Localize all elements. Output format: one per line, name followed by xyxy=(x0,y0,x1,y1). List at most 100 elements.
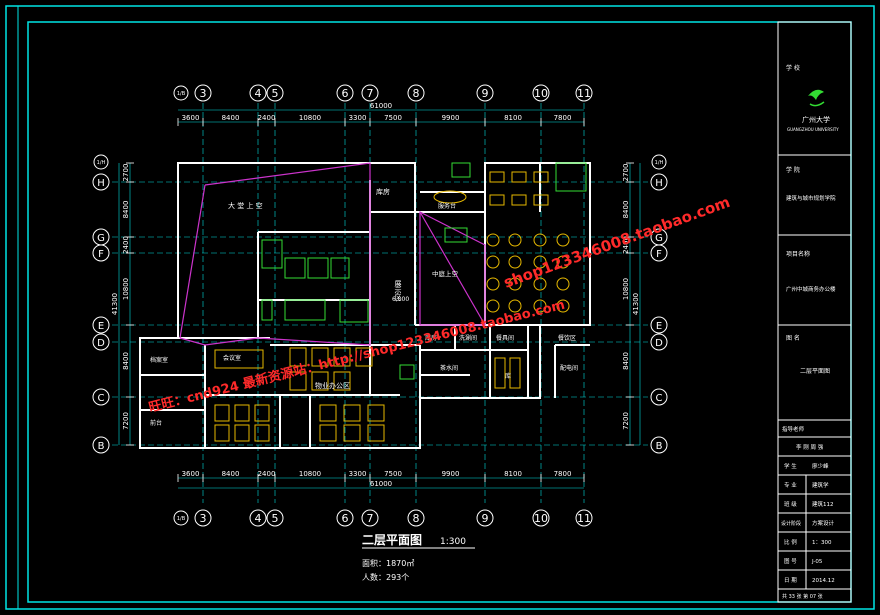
dim-total-height: 41300 xyxy=(111,293,119,315)
axis-label-top: 3 xyxy=(200,87,207,100)
axis-label-left: F xyxy=(98,249,104,260)
axis-bubble xyxy=(532,509,550,527)
axis-bubble-extra xyxy=(173,85,189,101)
dim-value: 2400 xyxy=(122,236,130,254)
dining-table-square xyxy=(511,171,527,183)
axis-bubble xyxy=(407,84,425,102)
building-outline xyxy=(139,162,591,449)
dim-value: 10800 xyxy=(122,278,130,300)
office-desk xyxy=(367,424,385,442)
axis-bubble xyxy=(92,436,110,454)
student-value: 廖少峰 xyxy=(812,462,829,470)
dim-total-height: 41300 xyxy=(632,293,640,315)
core-elevators xyxy=(261,162,587,380)
dining-table xyxy=(508,299,522,313)
axis-tag-extra: 1/H xyxy=(97,160,106,166)
advisor-label: 指导老师 xyxy=(782,425,805,433)
axis-label-bottom: 7 xyxy=(367,512,374,525)
logo-text: 广州大学 xyxy=(802,115,830,124)
dining-table xyxy=(533,255,547,269)
label-storage2: 库房 xyxy=(425,334,437,342)
office-desk xyxy=(289,347,307,367)
date-label: 日 期 xyxy=(784,577,797,584)
axis-label-right: E xyxy=(656,321,662,332)
dim-value: 8400 xyxy=(122,352,130,370)
dim-value: 2700 xyxy=(622,164,630,182)
dim-value: 7500 xyxy=(384,470,402,478)
title-block: 学 校 广州大学 GUANGZHOU UNIVERSITY 学 院 建筑与城市规… xyxy=(777,21,852,603)
dining-table xyxy=(556,299,570,313)
dining-table-square xyxy=(533,194,549,206)
dining-table xyxy=(486,277,500,291)
plan-title: 二层平面图 xyxy=(362,533,422,547)
axis-label-left: D xyxy=(97,338,105,349)
number-label: 图 号 xyxy=(784,557,797,565)
service-desk xyxy=(433,190,467,204)
axis-bubble xyxy=(650,388,668,406)
office-desk xyxy=(254,424,270,442)
counter xyxy=(494,357,506,389)
office-desk xyxy=(311,371,329,391)
dim-value: 7800 xyxy=(554,114,572,122)
axis-tag-extra: 1/B xyxy=(177,516,186,522)
label-office-area: 物业办公区 xyxy=(315,381,350,390)
project-label: 项目名称 xyxy=(786,250,810,258)
dining-table xyxy=(486,233,500,247)
dim-value: 9900 xyxy=(442,114,460,122)
label-dim-6000: 6,000 xyxy=(392,296,409,303)
office-desk xyxy=(319,424,337,442)
axis-bubble xyxy=(650,244,668,262)
axis-bubble xyxy=(194,509,212,527)
axis-bubble xyxy=(575,84,593,102)
label-dining: 餐饮区 xyxy=(558,334,576,342)
axis-bubble xyxy=(407,509,425,527)
dining-table xyxy=(556,233,570,247)
axis-bubble xyxy=(650,173,668,191)
major-value: 建筑学 xyxy=(812,481,829,489)
axis-label-top: 6 xyxy=(342,87,349,100)
dim-value: 8400 xyxy=(122,201,130,219)
dim-value: 10800 xyxy=(299,470,321,478)
axis-label-left: G xyxy=(97,233,105,244)
university-logo-icon xyxy=(808,89,825,107)
dim-value: 3300 xyxy=(349,114,367,122)
office-desk xyxy=(333,347,351,367)
plan-area: 面积：1870㎡ xyxy=(362,558,414,568)
axis-label-right: F xyxy=(656,249,662,260)
office-desk xyxy=(234,404,250,422)
axis-bubble xyxy=(575,509,593,527)
class-label: 班 级 xyxy=(784,500,797,508)
label-atrium: 大 堂 上 空 xyxy=(228,201,263,210)
axis-bubble xyxy=(194,84,212,102)
label-kitchen: 洗涮间 xyxy=(459,334,477,342)
axis-label-left: E xyxy=(98,321,104,332)
axis-bubble xyxy=(476,84,494,102)
label-staff-room: 餐具间 xyxy=(496,334,514,342)
axis-label-right: B xyxy=(656,441,663,452)
number-value: J-05 xyxy=(811,559,823,565)
axis-label-left: C xyxy=(98,393,105,404)
dining-table-square xyxy=(489,194,505,206)
axis-bubble xyxy=(336,84,354,102)
project-value: 广州中城商务办公楼 xyxy=(786,285,836,293)
meeting-table xyxy=(214,349,264,369)
dining-table xyxy=(508,233,522,247)
atrium-void-lines xyxy=(179,162,486,346)
watermark-taobao: shop123346008.taobao.com xyxy=(501,193,732,292)
label-archive: 档案室 xyxy=(150,356,168,364)
dining-table xyxy=(486,255,500,269)
college-label: 学 院 xyxy=(786,166,800,174)
axis-label-bottom: 8 xyxy=(413,512,420,525)
drawing-value: 二层平面图 xyxy=(800,368,830,375)
axis-bubble-extra xyxy=(93,154,109,170)
axis-label-right: H xyxy=(655,178,663,189)
dining-table xyxy=(508,277,522,291)
dim-value: 2400 xyxy=(258,114,276,122)
dining-table-square xyxy=(489,171,505,183)
axis-bubble xyxy=(650,316,668,334)
axis-label-right: D xyxy=(655,338,663,349)
office-desk xyxy=(214,424,230,442)
dim-value: 3600 xyxy=(182,114,200,122)
axis-bubble xyxy=(650,333,668,351)
